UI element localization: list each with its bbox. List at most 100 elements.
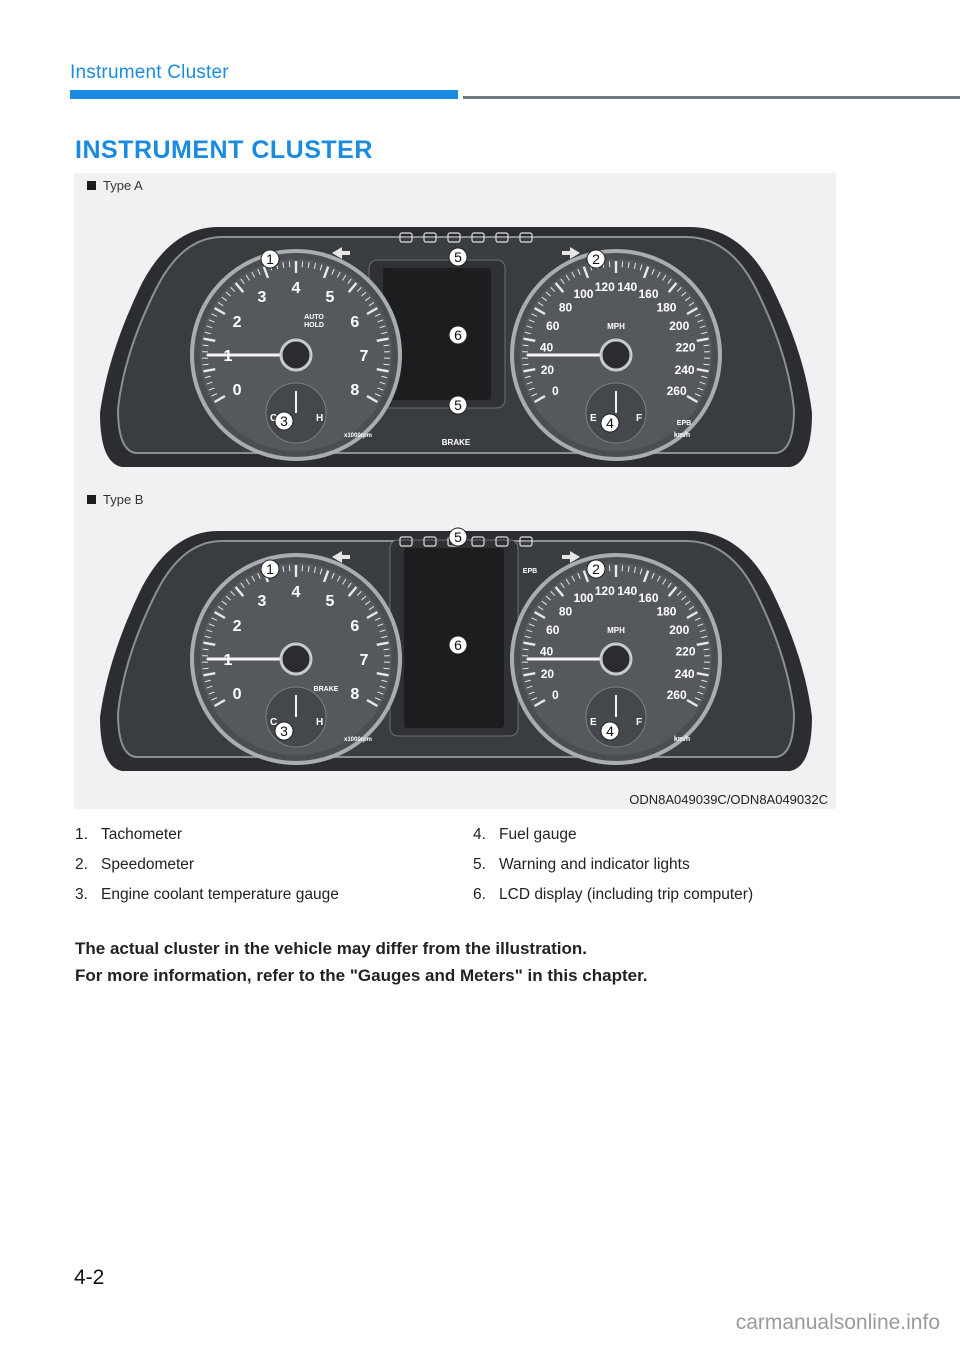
speedometer-number: 120 (595, 280, 615, 294)
gauge-tick (523, 345, 529, 346)
legend-item: 4. Fuel gauge (473, 826, 853, 856)
figure-code: ODN8A049039C/ODN8A049032C (629, 792, 828, 807)
gauge-tick (704, 668, 710, 669)
speedometer-number: 20 (541, 667, 555, 681)
legend-text: Warning and indicator lights (499, 856, 690, 886)
legend-item: 2. Speedometer (75, 856, 455, 886)
tachometer-number: 2 (233, 618, 242, 635)
tachometer-number: 1 (224, 652, 233, 669)
speedometer-number: 80 (559, 605, 573, 619)
header-title: Instrument Cluster (70, 62, 229, 84)
legend-item: 1. Tachometer (75, 826, 455, 856)
callout-number: 3 (280, 413, 288, 429)
legend-item: 6. LCD display (including trip computer) (473, 886, 853, 916)
legend-text: Engine coolant temperature gauge (101, 886, 339, 916)
speedometer-number: 80 (559, 301, 573, 315)
callout-number: 5 (454, 249, 462, 265)
speedometer-number: 60 (546, 319, 560, 333)
callout-number: 5 (454, 529, 462, 545)
needle-hub (601, 644, 631, 674)
tachometer-number: 6 (350, 618, 359, 635)
speedometer-number: 100 (573, 591, 593, 605)
speedometer-number: 20 (541, 363, 555, 377)
callout-number: 3 (280, 723, 288, 739)
legend-item: 3. Engine coolant temperature gauge (75, 886, 455, 916)
legend-number: 3. (75, 886, 101, 916)
cluster-type-a: CHEF012345678020406080100120140160180200… (100, 213, 812, 467)
speedometer-number: 240 (675, 667, 695, 681)
tachometer-number: 8 (350, 686, 359, 703)
brake-warning-label: BRAKE (314, 686, 339, 693)
speedometer-number: 220 (675, 645, 695, 659)
gauge-tick (203, 345, 209, 346)
speedometer-number: 200 (669, 319, 689, 333)
callout-number: 6 (454, 637, 462, 653)
gauge-tick (523, 364, 529, 365)
speedometer-number: 160 (639, 591, 659, 605)
speedometer-number: 220 (675, 341, 695, 355)
mph-label: MPH (607, 322, 625, 331)
tachometer-number: 6 (350, 314, 359, 331)
temp-h-label: H (316, 717, 323, 728)
callout-number: 1 (266, 561, 274, 577)
speedometer-number: 260 (667, 688, 687, 702)
tachometer-number: 4 (292, 584, 301, 601)
header-bar-rule (463, 96, 960, 99)
callout-number: 4 (606, 415, 614, 431)
speedometer-number: 0 (552, 384, 559, 398)
legend-text: Speedometer (101, 856, 194, 886)
legend-column-left: 1. Tachometer 2. Speedometer 3. Engine c… (75, 826, 455, 916)
legend-text: Fuel gauge (499, 826, 577, 856)
speedometer-number: 160 (639, 287, 659, 301)
cluster-type-a-drawing: CHEF012345678020406080100120140160180200… (100, 213, 812, 467)
cluster-type-b-drawing: CHEF012345678020406080100120140160180200… (100, 517, 812, 771)
gauge-tick (384, 345, 390, 346)
legend-item: 5. Warning and indicator lights (473, 856, 853, 886)
legend-number: 6. (473, 886, 499, 916)
rpm-unit-label: x1000rpm (344, 737, 372, 743)
speedometer-number: 40 (540, 341, 554, 355)
type-a-text: Type A (103, 178, 143, 193)
gauge-tick (704, 345, 710, 346)
speedometer-number: 200 (669, 623, 689, 637)
legend-text: Tachometer (101, 826, 182, 856)
cluster-figure: Type A CHEF01234567802040608010012014016… (74, 173, 836, 809)
speedometer-number: 180 (656, 605, 676, 619)
tachometer-number: 5 (326, 593, 335, 610)
epb-indicator-label: EPB (523, 568, 537, 575)
gauge-tick (523, 668, 529, 669)
mph-label: MPH (607, 626, 625, 635)
gauge-tick (203, 649, 209, 650)
epb-indicator-label: EPB (677, 420, 691, 427)
tachometer-number: 1 (224, 348, 233, 365)
gauge-tick (384, 649, 390, 650)
tachometer-number: 4 (292, 280, 301, 297)
callout-number: 6 (454, 327, 462, 343)
page-number: 4-2 (74, 1266, 104, 1290)
needle-hub (281, 340, 311, 370)
legend-number: 5. (473, 856, 499, 886)
legend-column-right: 4. Fuel gauge 5. Warning and indicator l… (473, 826, 853, 916)
needle-hub (601, 340, 631, 370)
speedometer-number: 60 (546, 623, 560, 637)
kmh-label: km/h (674, 736, 690, 743)
section-title: INSTRUMENT CLUSTER (75, 136, 373, 165)
tachometer-number: 0 (233, 382, 242, 399)
speedometer-number: 240 (675, 363, 695, 377)
legend-number: 4. (473, 826, 499, 856)
note: The actual cluster in the vehicle may di… (75, 935, 648, 989)
speedometer-number: 120 (595, 584, 615, 598)
tachometer-number: 7 (360, 348, 369, 365)
watermark[interactable]: carmanualsonline.info (736, 1311, 940, 1335)
speedometer-number: 100 (573, 287, 593, 301)
bullet-square-icon (87, 181, 96, 190)
fuel-e-label: E (590, 413, 597, 424)
tachometer-number: 8 (350, 382, 359, 399)
type-b-label: Type B (87, 492, 143, 507)
gauge-tick (203, 668, 209, 669)
header-bar-accent (70, 90, 458, 99)
gauge-tick (384, 364, 390, 365)
type-a-label: Type A (87, 178, 143, 193)
tachometer-number: 3 (258, 593, 267, 610)
callout-number: 2 (592, 561, 600, 577)
